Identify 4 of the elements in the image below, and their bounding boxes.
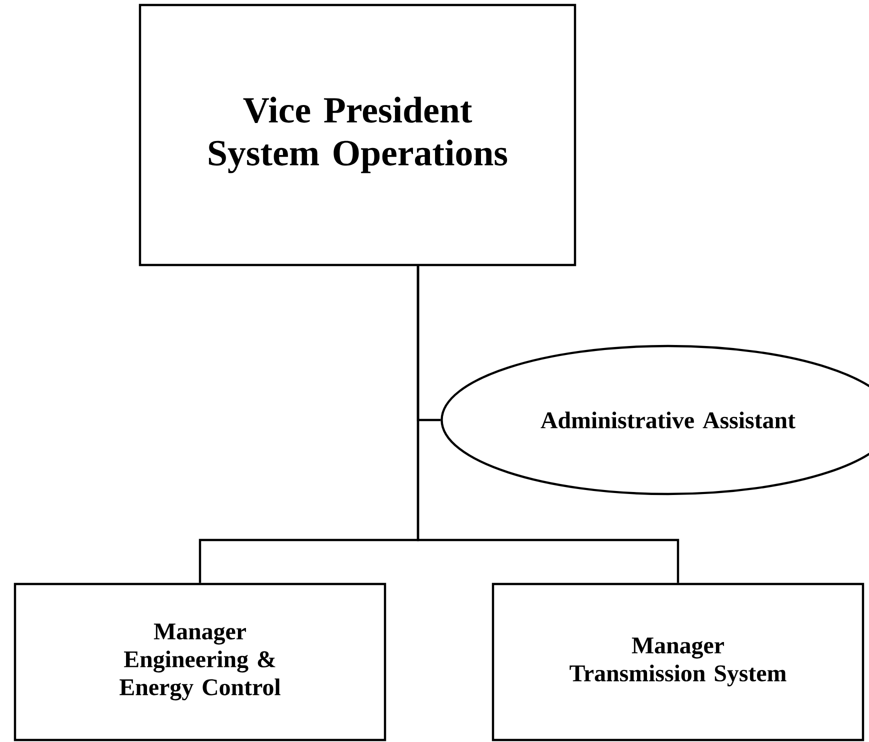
position-box: Manager Engineering & Energy Control	[14, 582, 386, 742]
position-box: Manager Transmission System	[492, 582, 864, 742]
position-box: Vice President System Operations	[138, 4, 576, 266]
connector-line	[416, 266, 680, 583]
